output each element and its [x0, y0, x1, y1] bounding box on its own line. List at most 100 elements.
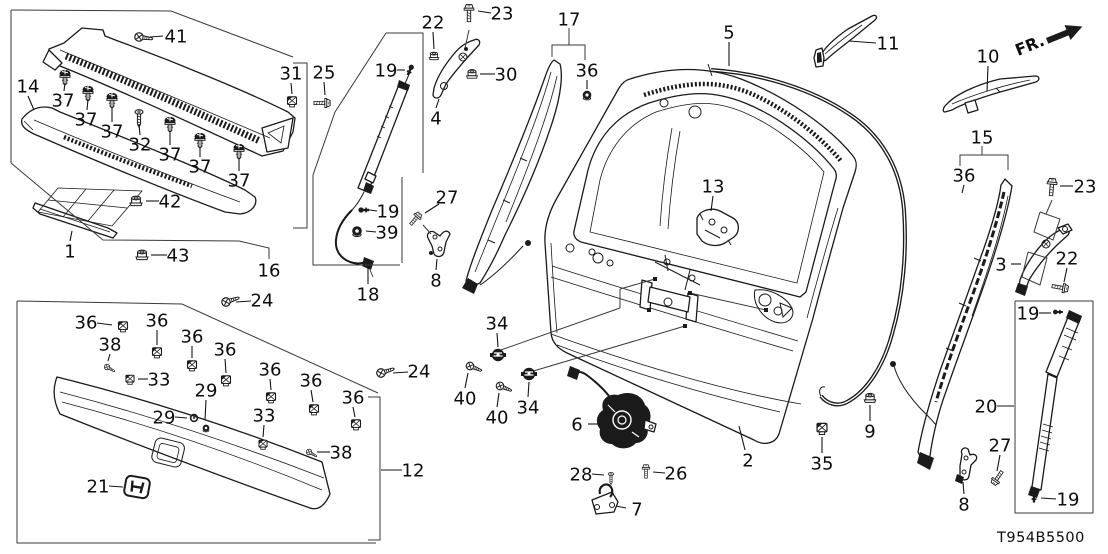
h-emblem[interactable] — [123, 474, 151, 500]
part-number-label[interactable]: 24 — [408, 361, 431, 382]
stay-bracket-right[interactable] — [955, 447, 978, 484]
part-number-label[interactable]: 19 — [377, 201, 400, 222]
part-number-label[interactable]: 29 — [153, 407, 176, 428]
part-number-label[interactable]: 40 — [454, 388, 477, 409]
part-number-label[interactable]: 14 — [17, 76, 40, 97]
striker[interactable] — [591, 483, 619, 515]
glass-latch[interactable] — [696, 208, 740, 247]
part-number-label[interactable]: 36 — [300, 370, 323, 391]
part-number-label[interactable]: 37 — [75, 109, 98, 130]
part-number-label[interactable]: 8 — [430, 270, 441, 291]
part-number-label[interactable]: 18 — [357, 284, 380, 305]
part-number-label[interactable]: 43 — [167, 245, 190, 266]
part-number-label[interactable]: 40 — [486, 407, 509, 428]
part-number-label[interactable]: 5 — [723, 22, 734, 43]
part-number-label[interactable]: 36 — [342, 387, 365, 408]
part-number-label[interactable]: 12 — [402, 460, 425, 481]
part-number-label[interactable]: 33 — [253, 405, 276, 426]
lock-actuator[interactable] — [567, 366, 657, 449]
part-number-label[interactable]: 34 — [517, 397, 540, 418]
part-number-label[interactable]: 2 — [742, 450, 753, 471]
part-number-label[interactable]: 34 — [486, 313, 509, 334]
stay-bracket-left[interactable] — [426, 230, 451, 258]
part-number-label[interactable]: 7 — [631, 499, 642, 520]
part-number-label[interactable]: 28 — [570, 464, 593, 485]
license-bracket[interactable] — [639, 279, 699, 323]
side-garnish-right[interactable] — [890, 178, 1013, 470]
nut-icon[interactable] — [466, 69, 478, 79]
part-number-label[interactable]: 16 — [258, 260, 281, 281]
part-number-label[interactable]: 36 — [259, 359, 282, 380]
nut-icon[interactable] — [135, 249, 149, 261]
part-number-label[interactable]: 13 — [702, 176, 725, 197]
part-number-label[interactable]: 32 — [129, 134, 152, 155]
nut-icon[interactable] — [428, 51, 440, 61]
grommet-icon[interactable] — [582, 90, 592, 101]
tailgate-stay-right[interactable] — [1028, 310, 1082, 498]
part-number-label[interactable]: 37 — [228, 170, 251, 191]
nut-icon[interactable] — [863, 392, 877, 403]
part-number-label[interactable]: 27 — [436, 187, 459, 208]
part-number-label[interactable]: 31 — [280, 63, 303, 84]
part-number-label[interactable]: 19 — [375, 60, 398, 81]
corner-garnish-upper[interactable] — [813, 14, 878, 68]
part-number-label[interactable]: 38 — [330, 442, 353, 463]
weatherstrip[interactable] — [707, 63, 907, 407]
part-number-label[interactable]: 36 — [214, 339, 237, 360]
part-number-label[interactable]: 23 — [1074, 176, 1097, 197]
part-number-label[interactable]: 36 — [953, 165, 976, 186]
part-number-label[interactable]: 36 — [146, 310, 169, 331]
part-number-label[interactable]: 27 — [989, 435, 1012, 456]
part-number-label[interactable]: 30 — [495, 64, 518, 85]
part-number-label[interactable]: 1 — [64, 241, 75, 262]
grommet-icon[interactable] — [202, 424, 210, 433]
label-leader-line — [27, 95, 35, 111]
tailgate-panel[interactable] — [544, 69, 857, 445]
label-leader-line — [477, 10, 492, 14]
label-leader-line — [352, 406, 356, 418]
part-number-label[interactable]: 8 — [958, 494, 969, 515]
part-number-label[interactable]: 11 — [877, 33, 900, 54]
part-number-label[interactable]: 22 — [1056, 248, 1079, 269]
part-number-label[interactable]: 29 — [195, 380, 218, 401]
part-number-label[interactable]: 41 — [165, 26, 188, 47]
hinge-left[interactable] — [432, 38, 481, 99]
hinge-right[interactable] — [1015, 223, 1073, 296]
spoiler-base[interactable] — [48, 27, 296, 157]
spoiler-wing[interactable] — [20, 106, 257, 215]
part-number-label[interactable]: 25 — [313, 62, 336, 83]
part-number-label[interactable]: 35 — [811, 453, 834, 474]
part-number-label[interactable]: 10 — [977, 46, 1000, 67]
part-number-label[interactable]: 15 — [971, 127, 994, 148]
part-number-label[interactable]: 39 — [376, 222, 399, 243]
part-number-label[interactable]: 19 — [1017, 303, 1040, 324]
corner-garnish-lower[interactable] — [942, 75, 1040, 114]
part-number-label[interactable]: 38 — [99, 334, 122, 355]
part-number-label[interactable]: 20 — [975, 396, 998, 417]
part-number-label[interactable]: 36 — [576, 60, 599, 81]
part-number-label[interactable]: 4 — [430, 108, 441, 129]
part-number-label[interactable]: 37 — [52, 90, 75, 111]
side-garnish-left[interactable] — [462, 59, 562, 294]
part-number-label[interactable]: 37 — [189, 156, 212, 177]
part-number-label[interactable]: 3 — [995, 254, 1006, 275]
part-number-label[interactable]: 36 — [75, 312, 98, 333]
part-number-label[interactable]: 21 — [87, 476, 110, 497]
part-number-label[interactable]: 23 — [491, 3, 514, 24]
part-number-label[interactable]: 42 — [159, 191, 182, 212]
mounting-point-dot — [647, 308, 651, 312]
part-number-label[interactable]: 9 — [864, 421, 875, 442]
part-number-label[interactable]: 33 — [148, 369, 171, 390]
part-number-label[interactable]: 36 — [181, 326, 204, 347]
part-number-label[interactable]: 17 — [558, 9, 581, 30]
part-number-label[interactable]: 37 — [101, 121, 124, 142]
grommet-icon[interactable] — [351, 225, 363, 237]
part-number-label[interactable]: 6 — [571, 414, 582, 435]
part-number-label[interactable]: 26 — [665, 463, 688, 484]
part-number-label[interactable]: 19 — [1057, 489, 1080, 510]
part-number-label[interactable]: 24 — [251, 290, 274, 311]
part-number-label[interactable]: 22 — [422, 12, 445, 33]
tailgate-lower-garnish[interactable] — [53, 376, 331, 510]
part-number-label[interactable]: 37 — [159, 144, 182, 165]
nut-icon[interactable] — [129, 195, 143, 207]
